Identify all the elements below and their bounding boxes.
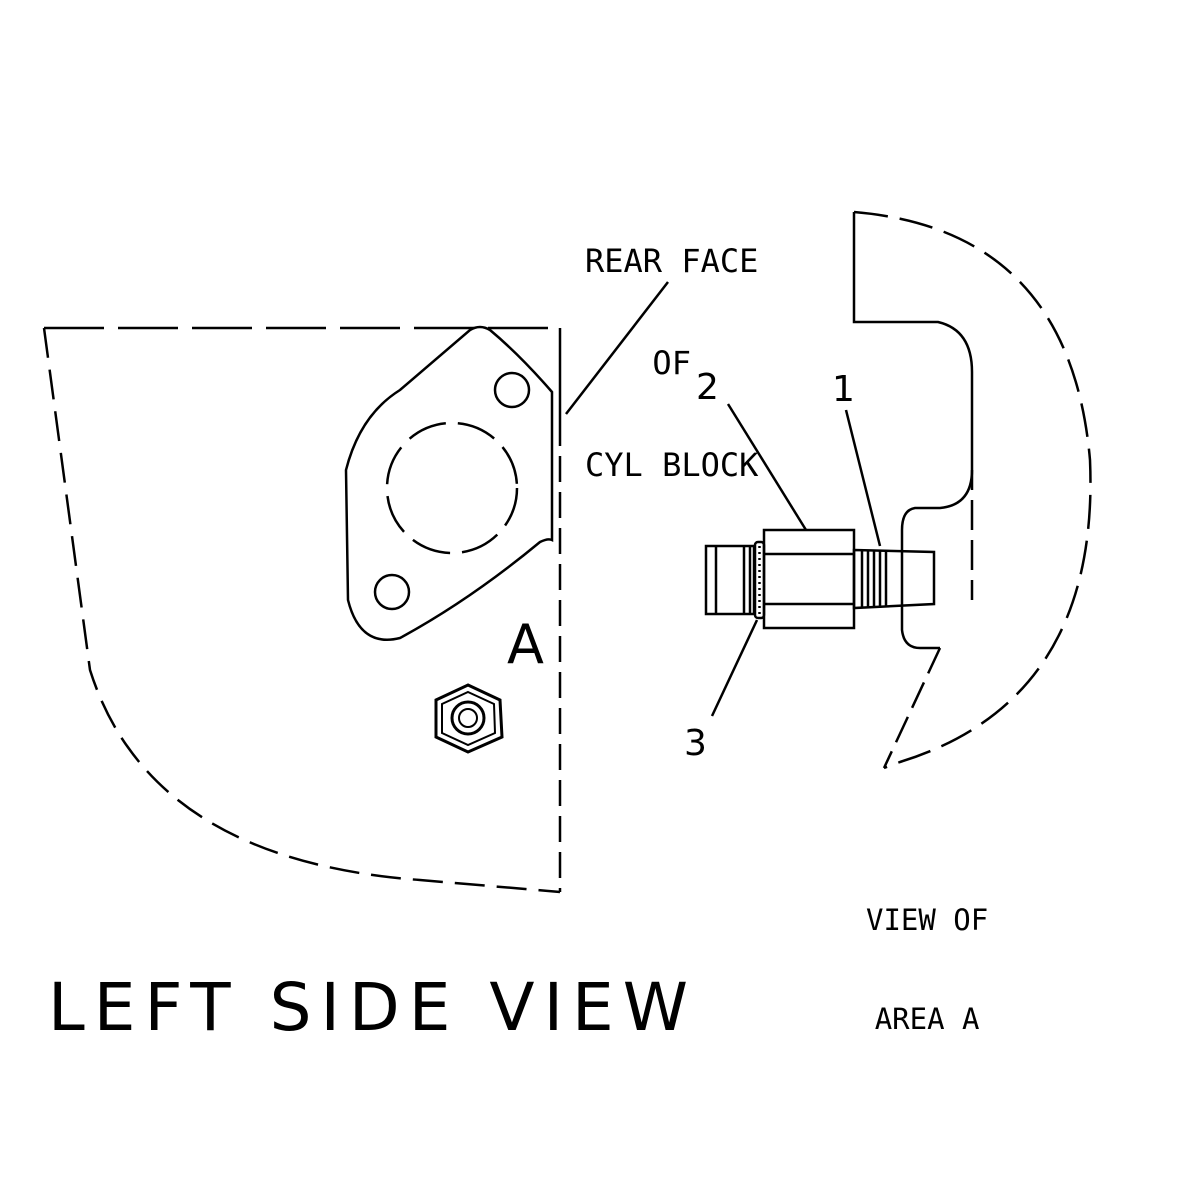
main-view-title: LEFT SIDE VIEW [48,969,698,1046]
view-of-area-a-label: VIEW OF AREA A [866,838,988,1069]
block-outline [42,326,562,894]
callout-2: 2 [696,367,719,408]
rear-face-line-2: OF [652,344,691,382]
callout-3: 3 [684,723,707,764]
fitting-assembly [704,528,936,630]
flange-bore [385,421,519,555]
callout-1: 1 [832,369,855,410]
view-area-line-1: VIEW OF [866,903,989,937]
area-a-marker: A [507,613,544,676]
detail-boundary [853,210,1092,770]
view-area-line-2: AREA A [874,1002,980,1036]
flange-plate [344,325,554,641]
detail-boundary-solid [852,212,974,460]
hex-fitting [434,683,504,754]
callout-leader-1 [844,409,882,547]
bolt-hole-lower [373,573,411,611]
rear-face-leader [565,281,669,415]
callout-leader-2 [726,403,808,531]
callout-leader-3 [710,619,759,717]
rear-face-line-3: CYL BLOCK [585,446,759,484]
rear-face-label: REAR FACE OF CYL BLOCK [585,176,758,516]
bolt-hole-upper [493,371,531,409]
rear-face-line-1: REAR FACE [585,242,759,280]
